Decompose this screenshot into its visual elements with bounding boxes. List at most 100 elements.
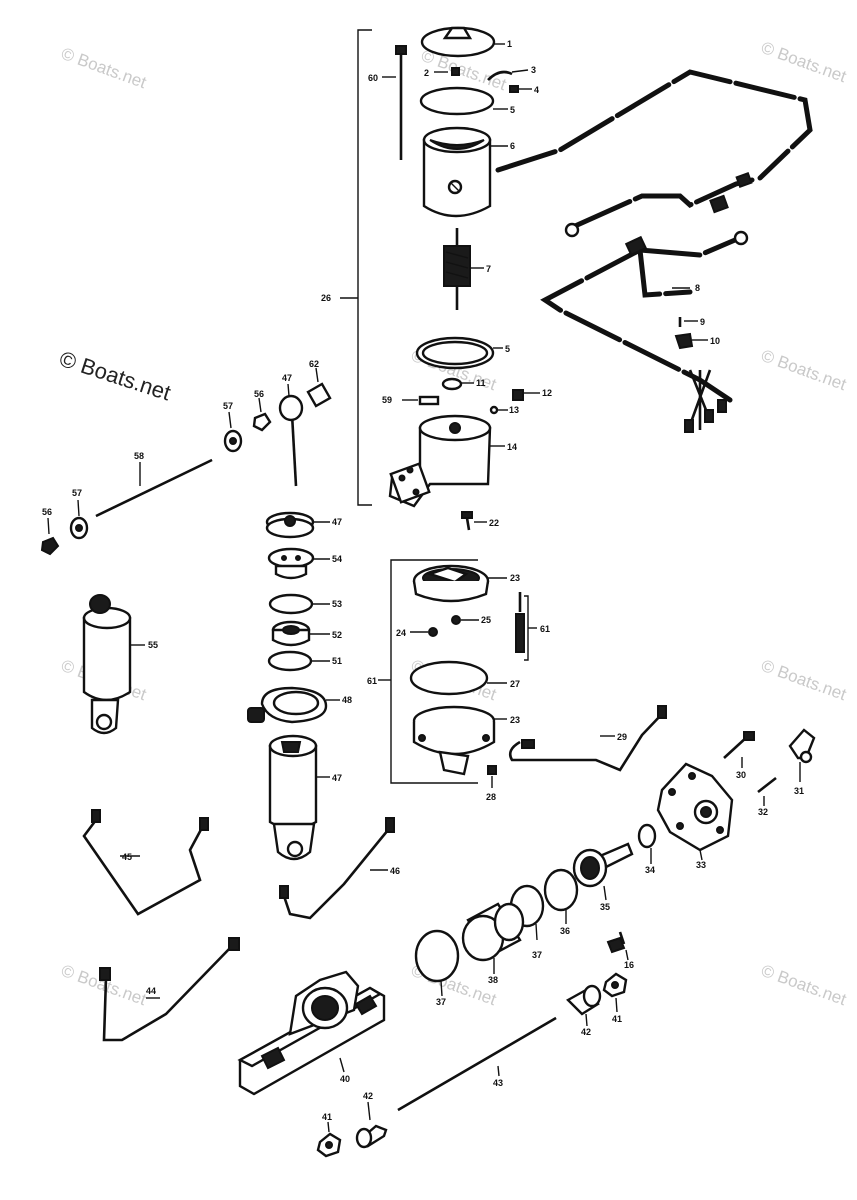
callout-28: 28	[486, 792, 496, 802]
callout-11: 11	[476, 378, 486, 388]
callout-57-right: 57	[223, 401, 233, 411]
callout-3: 3	[531, 65, 536, 75]
bushing-62	[306, 367, 332, 408]
harness-wire-8	[540, 230, 749, 433]
callout-54: 54	[332, 554, 342, 564]
callout-26: 26	[321, 293, 331, 303]
callout-41-right: 41	[612, 1014, 622, 1024]
o-ring-27	[409, 660, 507, 696]
watermark-primary: © Boats.net	[56, 346, 173, 405]
callout-38: 38	[488, 975, 498, 985]
callout-45: 45	[122, 852, 132, 862]
shaft-43	[397, 1016, 557, 1112]
clamp-48	[247, 686, 340, 724]
piston-54	[267, 547, 330, 580]
washer-11	[441, 377, 474, 391]
tube-44	[99, 937, 240, 1042]
callout-13: 13	[509, 405, 519, 415]
clamp-10	[674, 332, 708, 350]
o-ring-37-left	[414, 929, 460, 997]
callout-6: 6	[510, 141, 515, 151]
bracket-61	[378, 559, 478, 784]
o-ring-13	[489, 405, 508, 415]
nut-56-right	[252, 397, 272, 432]
o-ring-5-upper	[419, 86, 508, 116]
pump-cover-23	[412, 564, 507, 603]
nut-56-left	[40, 517, 60, 556]
watermark: © Boats.net	[759, 961, 849, 1009]
trim-cylinder-55	[82, 594, 145, 735]
callout-labels: 1 2 3 4 5 6 60 7 26 8 9 10 5 11 12 59 13…	[42, 39, 804, 1122]
armature-7	[443, 228, 484, 310]
callout-5-upper: 5	[510, 105, 515, 115]
washer-34	[637, 823, 657, 864]
callout-23-upper: 23	[510, 573, 520, 583]
screw-4	[509, 85, 532, 93]
callout-56-left: 56	[42, 507, 52, 517]
callout-51: 51	[332, 656, 342, 666]
o-ring-5-lower	[415, 336, 503, 370]
callout-37-left: 37	[436, 997, 446, 1007]
callout-40: 40	[340, 1074, 350, 1084]
callout-24: 24	[396, 628, 406, 638]
watermark: © Boats.net	[759, 656, 849, 704]
plug-12	[512, 389, 540, 401]
bushing-42-left	[355, 1101, 388, 1149]
cylinder-47	[268, 734, 330, 861]
callout-42-right: 42	[581, 1027, 591, 1037]
tube-45	[82, 809, 209, 916]
callout-14: 14	[507, 442, 517, 452]
callout-47-upper: 47	[282, 373, 292, 383]
valve-35	[572, 842, 634, 901]
screw-9	[678, 317, 698, 327]
cap-47	[265, 511, 330, 539]
callout-25: 25	[481, 615, 491, 625]
manifold-33	[656, 762, 734, 861]
washer-57-left	[69, 499, 89, 540]
screw-22	[461, 511, 487, 531]
callout-47-cylinder: 47	[332, 773, 342, 783]
callout-7: 7	[486, 264, 491, 274]
callout-8: 8	[695, 283, 700, 293]
callout-33: 33	[696, 860, 706, 870]
bolt-30	[723, 731, 755, 768]
check-ball-24	[410, 627, 438, 637]
callout-32: 32	[758, 807, 768, 817]
callout-29: 29	[617, 732, 627, 742]
sleeve-38	[461, 902, 525, 974]
fitting-31	[788, 728, 816, 782]
spring-3	[487, 69, 529, 81]
callout-34: 34	[645, 865, 655, 875]
watermark: © Boats.net	[759, 346, 849, 394]
shaft-58	[95, 458, 213, 518]
callout-4: 4	[534, 85, 539, 95]
callout-30: 30	[736, 770, 746, 780]
callout-59: 59	[382, 395, 392, 405]
callout-53: 53	[332, 599, 342, 609]
nut-41-right	[602, 972, 628, 1013]
watermark: © Boats.net	[759, 38, 849, 86]
callout-44: 44	[146, 986, 156, 996]
callout-37-right: 37	[532, 950, 542, 960]
nut-41-left	[316, 1121, 342, 1158]
harness-wire-upper	[495, 69, 813, 238]
callout-43: 43	[493, 1078, 503, 1088]
callout-61-left: 61	[367, 676, 377, 686]
washer-57-right	[223, 411, 243, 453]
callout-47-cap: 47	[332, 517, 342, 527]
through-bolt-60	[382, 45, 407, 160]
callout-55: 55	[148, 640, 158, 650]
callout-31: 31	[794, 786, 804, 796]
callout-46: 46	[390, 866, 400, 876]
brush-2	[434, 67, 460, 76]
bracket-26	[340, 29, 372, 506]
callout-2: 2	[424, 68, 429, 78]
callout-41-left: 41	[322, 1112, 332, 1122]
callout-57-left: 57	[72, 488, 82, 498]
callout-56-right: 56	[254, 389, 264, 399]
check-ball-25	[451, 615, 479, 625]
pump-base-23	[412, 705, 507, 776]
seal-52	[271, 620, 330, 647]
callout-42-left: 42	[363, 1091, 373, 1101]
callout-60: 60	[368, 73, 378, 83]
